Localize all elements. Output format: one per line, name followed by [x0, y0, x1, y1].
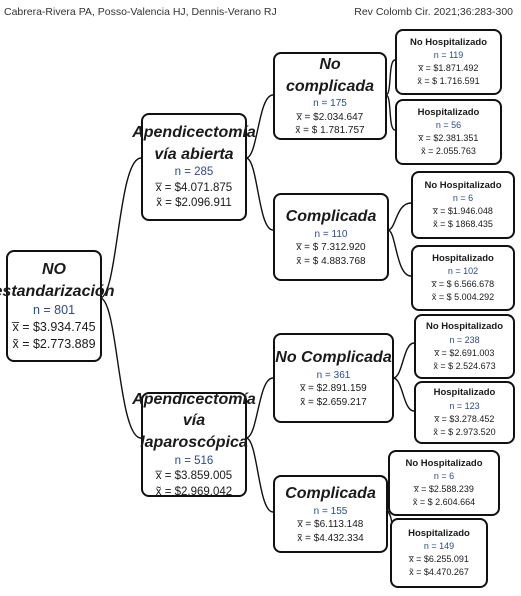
leaf-mean: x̅ = $ 6.566.678	[431, 279, 495, 290]
lap-c-title: Complicada	[285, 484, 376, 502]
ab-nc-hospitalizado-node: Hospitalizado n = 56 x̅ = $2.381.351 x̃ …	[395, 99, 502, 165]
lap-no-complicada-node: No Complicada n = 361 x̅ = $2.891.159 x̃…	[273, 333, 394, 423]
leaf-title: Hospitalizado	[417, 106, 480, 118]
root-mean: x̅ = $3.934.745	[12, 320, 96, 335]
ab-nc-n: n = 175	[313, 98, 347, 110]
leaf-mean: x̅ = $6.255.091	[409, 554, 469, 565]
leaf-n: n = 102	[447, 266, 479, 277]
lap-c-n: n = 155	[313, 505, 348, 517]
authors-line: Cabrera-Rivera PA, Posso-Valencia HJ, De…	[4, 6, 277, 18]
edge-lap-no-complicada	[245, 377, 274, 439]
abierta-mean: x̅ = $4.071.875	[155, 181, 233, 194]
laparoscopica-n: n = 516	[174, 454, 214, 467]
edge-lap-nc-no-hosp	[392, 342, 415, 379]
leaf-mean: x̅ = $1.871.492	[418, 63, 479, 74]
laparoscopica-median: x̃ = $2.969.042	[155, 485, 233, 498]
abierta-median: x̃ = $2.096.911	[156, 197, 232, 210]
leaf-n: n = 123	[449, 400, 480, 411]
laparoscopica-mean: x̅ = $3.859.005	[155, 470, 233, 483]
leaf-n: n = 149	[423, 541, 455, 552]
leaf-title: No Hospitalizado	[424, 179, 502, 191]
ab-c-mean: x̅ = $ 7.312.920	[296, 242, 366, 254]
leaf-mean: x̅ = $2.691.003	[434, 347, 495, 358]
lap-nc-median: x̃ = $2.659.217	[300, 396, 367, 408]
leaf-mean: x̅ = $2.381.351	[418, 133, 479, 144]
leaf-mean: x̅ = $1.946.048	[433, 206, 493, 217]
leaf-median: x̃ = $ 5.004.292	[431, 292, 495, 303]
leaf-n: n = 6	[433, 471, 455, 482]
leaf-n: n = 56	[435, 120, 462, 131]
leaf-n: n = 6	[452, 193, 474, 204]
lap-c-median: x̃ = $4.432.334	[297, 532, 364, 544]
edge-lap-nc-hosp	[392, 377, 415, 412]
edge-ab-nc-no-hosp	[385, 59, 396, 96]
edge-root-laparoscopica	[99, 297, 142, 439]
laparoscopica-node: Apendicectomía vía laparoscópica n = 516…	[132, 391, 256, 498]
leaf-n: n = 238	[449, 334, 480, 345]
ab-nc-median: x̃ = $ 1.781.757	[295, 125, 365, 137]
lap-c-mean: x̅ = $6.113.148	[297, 519, 364, 531]
ab-c-title: Complicada	[285, 207, 377, 225]
ab-c-no-hospitalizado-node: No Hospitalizado n = 6 x̅ = $1.946.048 x…	[411, 171, 515, 239]
abierta-no-complicada-node: No complicada n = 175 x̅ = $2.034.647 x̃…	[273, 52, 387, 140]
leaf-title: Hospitalizado	[433, 387, 496, 399]
abierta-node: Apendicectomía vía abierta n = 285 x̅ = …	[132, 113, 256, 221]
citation-line: Rev Colomb Cir. 2021;36:283-300	[354, 6, 513, 18]
leaf-median: x̃ = $4.470.267	[409, 567, 469, 578]
edge-abierta-complicada	[245, 157, 274, 231]
leaf-median: x̃ = $ 2.973.520	[433, 426, 496, 437]
lap-nc-mean: x̅ = $2.891.159	[300, 383, 367, 395]
abierta-title-line2: vía abierta	[154, 145, 234, 163]
laparoscopica-title-line1: Apendicectomía	[132, 390, 256, 408]
root-node: NO estandarización n = 801 x̅ = $3.934.7…	[0, 250, 114, 362]
root-n: n = 801	[32, 303, 76, 318]
leaf-mean: x̅ = $2.588.239	[414, 484, 474, 495]
edge-ab-nc-hosp	[385, 94, 396, 131]
abierta-complicada-node: Complicada n = 110 x̅ = $ 7.312.920 x̃ =…	[273, 193, 389, 281]
leaf-median: x̃ = $ 1.716.591	[417, 76, 480, 87]
ab-nc-title: No complicada	[285, 56, 375, 95]
abierta-n: n = 285	[174, 166, 214, 179]
leaf-median: x̃ = $ 2.604.664	[412, 497, 476, 508]
ab-nc-no-hospitalizado-node: No Hospitalizado n = 119 x̅ = $1.871.492…	[395, 29, 502, 95]
leaf-title: No Hospitalizado	[409, 36, 488, 48]
leaf-title: Hospitalizado	[408, 527, 470, 539]
leaf-n: n = 119	[433, 50, 464, 61]
edge-lap-complicada	[245, 437, 274, 513]
lap-c-no-hospitalizado-node: No Hospitalizado n = 6 x̅ = $2.588.239 x…	[388, 450, 500, 516]
lap-nc-title: No Complicada	[275, 348, 392, 366]
lap-c-hospitalizado-node: Hospitalizado n = 149 x̅ = $6.255.091 x̃…	[390, 518, 488, 588]
ab-c-median: x̃ = $ 4.883.768	[296, 255, 366, 267]
leaf-median: x̃ = $ 1868.435	[433, 219, 493, 230]
abierta-title-line1: Apendicectomía	[132, 124, 256, 142]
lap-nc-hospitalizado-node: Hospitalizado n = 123 x̅ = $3.278.452 x̃…	[414, 381, 515, 444]
ab-c-n: n = 110	[314, 228, 348, 240]
leaf-median: x̃ = $ 2.524.673	[433, 360, 496, 371]
edge-root-abierta	[99, 157, 142, 299]
leaf-title: No Hospitalizado	[405, 457, 483, 469]
edge-ab-c-hosp	[387, 229, 412, 277]
leaf-title: Hospitalizado	[432, 252, 494, 264]
leaf-title: No Hospitalizado	[425, 321, 504, 333]
leaf-mean: x̅ = $3.278.452	[434, 413, 495, 424]
leaf-median: x̃ = 2.055.763	[421, 146, 476, 157]
edge-abierta-no-complicada	[245, 94, 274, 159]
root-title-line1: NO	[42, 261, 66, 279]
root-median: x̃ = $2.773.889	[12, 337, 96, 352]
lap-complicada-node: Complicada n = 155 x̅ = $6.113.148 x̃ = …	[273, 475, 388, 553]
edge-ab-c-no-hosp	[387, 202, 412, 231]
ab-nc-mean: x̅ = $2.034.647	[296, 111, 364, 123]
lap-nc-no-hospitalizado-node: No Hospitalizado n = 238 x̅ = $2.691.003…	[414, 314, 515, 379]
laparoscopica-title-line2: vía laparoscópica	[140, 412, 248, 452]
lap-nc-n: n = 361	[316, 369, 351, 381]
root-title-line2: estandarización	[0, 282, 115, 300]
ab-c-hospitalizado-node: Hospitalizado n = 102 x̅ = $ 6.566.678 x…	[411, 245, 515, 311]
